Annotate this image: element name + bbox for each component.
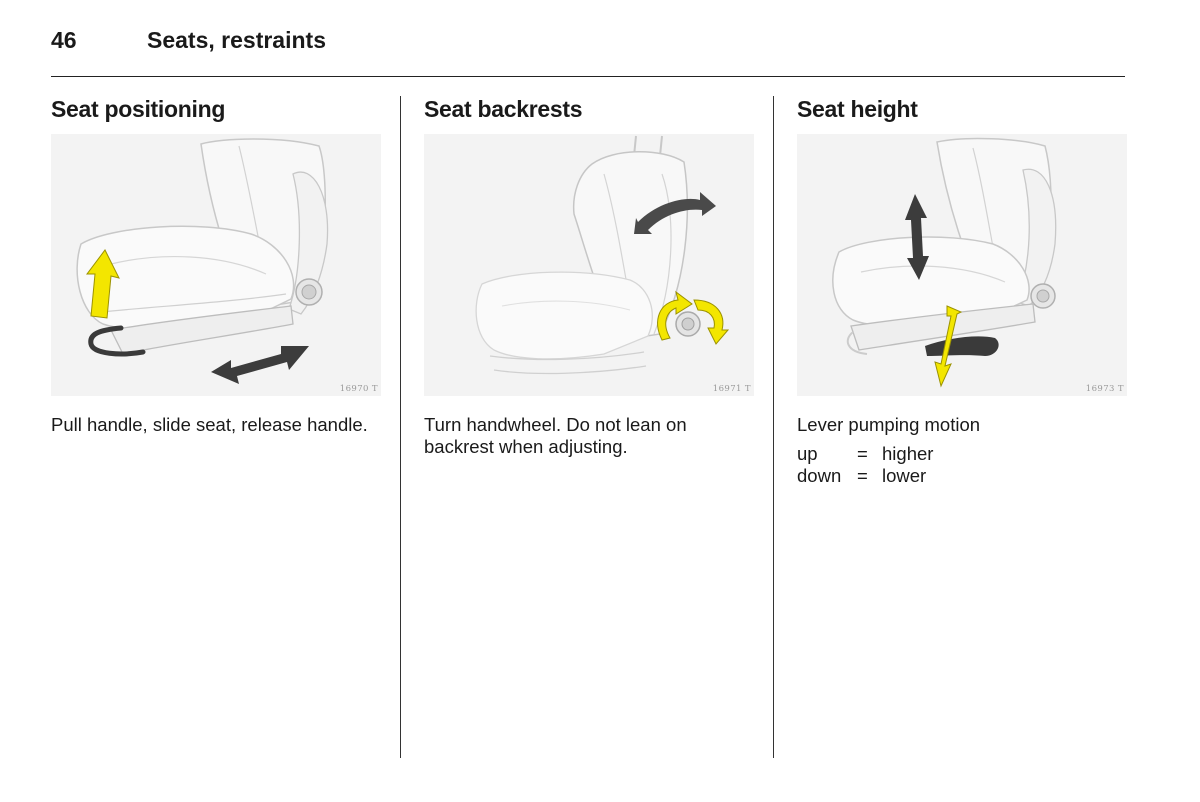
spec-equals: = [857,443,868,464]
page-header: 46 Seats, restraints [51,26,1125,77]
section-title: Seat height [797,96,918,122]
column-divider [400,96,401,758]
figure-number: 16973 T [1085,384,1124,394]
chapter-title: Seats, restraints [147,27,326,53]
spec-equals: = [857,465,868,486]
column-divider [773,96,774,758]
figure-number: 16970 T [339,384,378,394]
height-spec-table: up = higher down = lower [797,443,1127,487]
seat-backrest-drawing [475,135,730,375]
spec-value: lower [882,465,927,486]
spec-row-down: down = lower [797,465,1127,487]
section-title: Seat backrests [424,96,583,122]
seat-height-illustration: 16973 T [797,134,1127,396]
seat-positioning-illustration: 16970 T [51,134,381,396]
seat-slide-drawing [76,138,329,384]
section-title: Seat positioning [51,96,226,122]
spec-value: higher [882,443,934,464]
section-text: Lever pumping motion [797,414,981,435]
spec-key: up [797,443,818,464]
figure-number: 16971 T [712,384,751,394]
spec-row-up: up = higher [797,443,1127,465]
section-seat-backrests: Seat backrests 16971 T Turn handwheel. [424,93,754,458]
section-seat-positioning: Seat positioning 16970 T Pull handle, [51,93,381,436]
seat-backrest-illustration: 16971 T [424,134,754,396]
spec-key: down [797,465,842,486]
section-text: Pull handle, slide seat, release handle. [51,414,368,435]
page-number: 46 [51,27,77,53]
section-seat-height: Seat height 16973 T Lever pumping motion [797,93,1127,487]
seat-height-drawing [832,137,1057,388]
section-text: Turn handwheel. Do not lean on backrest … [424,414,687,457]
